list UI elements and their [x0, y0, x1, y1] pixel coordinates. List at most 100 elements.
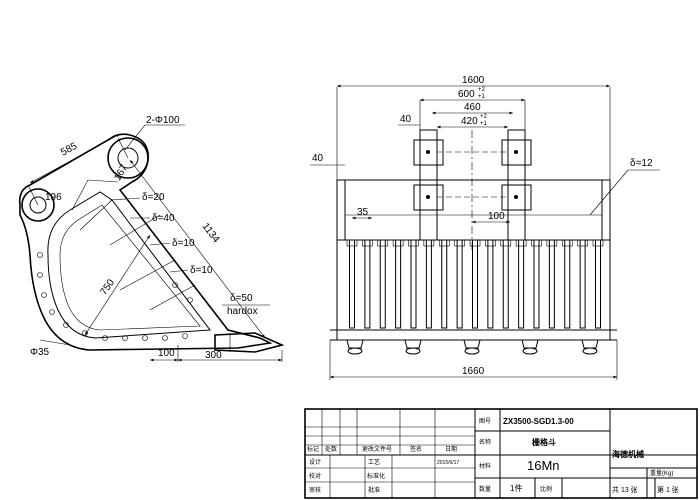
- rev-sign-label: 签名: [410, 445, 422, 453]
- grid-bar-cap: [577, 239, 588, 247]
- std-label: 标准化: [367, 472, 385, 480]
- side-view: 585 2-Φ100 196 167 δ=20 δ=40 δ=10 δ=10 1…: [18, 115, 285, 362]
- part-name: 栅格斗: [532, 437, 556, 447]
- title-block: 标记 处数 更改文件号 签名 日期 设计 校对 审核 工艺 标准化 批准 201…: [304, 408, 698, 499]
- dim-delta50: δ=50: [230, 293, 253, 304]
- grid-bar: [579, 239, 586, 329]
- grid-bar-cap: [362, 239, 373, 247]
- grid-bar-cap: [454, 239, 465, 247]
- dim-phi35: Φ35: [30, 347, 50, 358]
- grid-bar: [441, 239, 448, 329]
- sign-date: 2015/6/17: [437, 460, 459, 466]
- rev-count-label: 处数: [325, 445, 337, 453]
- grid-bar-cap: [546, 239, 558, 247]
- material: 16Mn: [527, 458, 560, 473]
- drawing-no: ZX3500-SGD1.3-00: [503, 417, 574, 426]
- dim-420-tol-up: +2: [480, 114, 488, 120]
- grid-bar: [487, 239, 494, 329]
- grid-bar: [425, 239, 432, 329]
- dim-pin-dia: 2-Φ100: [146, 115, 180, 126]
- dim-167: 167: [112, 163, 130, 183]
- grid-bar-cap: [392, 239, 404, 247]
- grid-bar-cap: [408, 239, 419, 247]
- grid-bar-cap: [469, 239, 481, 247]
- grid-bar-cap: [531, 239, 542, 247]
- dim-420-tol-down: +1: [480, 121, 488, 127]
- tooth-tip: [347, 347, 363, 355]
- tooth-tip: [405, 347, 421, 355]
- grid-bar: [472, 239, 478, 329]
- dim-delta10-a: δ=10: [172, 238, 195, 249]
- tooth-adapter: [404, 339, 422, 349]
- qty-label: 数量: [479, 485, 491, 493]
- tooth-adapter: [521, 339, 539, 349]
- review-label: 审核: [309, 486, 321, 494]
- grid-bar: [410, 239, 417, 329]
- dim-100-side: 100: [158, 348, 175, 359]
- dim-100-front: 100: [488, 211, 505, 222]
- grid-bar: [364, 239, 371, 329]
- grid-bar: [456, 239, 463, 329]
- dim-delta10-b: δ=10: [190, 265, 213, 276]
- rev-date-label: 日期: [445, 445, 457, 453]
- front-view: 1600 600 +2 +1 460 40 420 +2 +1: [310, 75, 660, 380]
- dim-40-top: 40: [400, 114, 412, 125]
- dim-1134: 1134: [200, 221, 222, 245]
- grid-bar-cap: [423, 239, 435, 247]
- grid-bar-cap: [346, 239, 358, 247]
- rev-mark-label: 标记: [307, 445, 319, 453]
- grid-bar: [379, 239, 386, 329]
- dim-hardox: hardox: [227, 306, 258, 317]
- front-teeth: [346, 339, 599, 355]
- grid-bar-cap: [561, 239, 573, 247]
- dim-40-left: 40: [312, 153, 324, 164]
- tooth-tip: [464, 347, 480, 355]
- tooth-adapter: [581, 339, 599, 349]
- tooth-tip: [582, 347, 598, 355]
- dim-420: 420: [461, 116, 478, 127]
- process-label: 工艺: [368, 458, 380, 466]
- qty: 1件: [510, 483, 522, 493]
- scale-label: 比例: [540, 485, 552, 493]
- dim-300: 300: [205, 350, 222, 361]
- material-label: 材料: [479, 462, 491, 470]
- design-label: 设计: [309, 458, 321, 466]
- check-label: 校对: [309, 472, 321, 480]
- grid-bar-cap: [592, 239, 604, 247]
- tooth-tip: [522, 347, 538, 355]
- dim-1660: 1660: [462, 366, 485, 377]
- grid-bar: [533, 239, 540, 329]
- weight-label: 重量(Kg): [650, 469, 673, 477]
- dim-delta12: δ=12: [630, 158, 653, 169]
- grid-bar: [518, 239, 525, 329]
- dim-35: 35: [357, 207, 369, 218]
- rev-doc-label: 更改文件号: [362, 445, 392, 453]
- grid-bar-cap: [485, 239, 496, 247]
- tooth-adapter: [463, 339, 481, 349]
- name-label: 名称: [479, 438, 491, 446]
- pin-boss-left: [21, 188, 55, 222]
- drawing-no-label: 图号: [479, 418, 491, 425]
- dim-585: 585: [59, 141, 79, 159]
- dim-600-tol-down: +1: [478, 94, 486, 100]
- approve-label: 批准: [368, 486, 380, 494]
- grid-bar-cap: [377, 239, 389, 247]
- company: 海德机械: [612, 449, 644, 459]
- ear-plates: [413, 129, 532, 250]
- grid-bar: [564, 239, 571, 329]
- grid-bar: [548, 239, 555, 329]
- dim-196: 196: [45, 192, 62, 203]
- dim-600: 600: [458, 89, 475, 100]
- grid-bar-cap: [438, 239, 450, 247]
- sheets-total: 共 13 张: [612, 485, 638, 494]
- dim-750: 750: [98, 277, 117, 297]
- grid-bars: [346, 239, 604, 329]
- grid-bar: [595, 239, 601, 329]
- grid-bar-cap: [515, 239, 527, 247]
- dim-600-tol-up: +2: [478, 87, 486, 93]
- grid-bar: [395, 239, 402, 329]
- grid-bar: [502, 239, 509, 329]
- grid-bar-cap: [500, 239, 512, 247]
- sheet-no: 第 1 张: [657, 485, 679, 494]
